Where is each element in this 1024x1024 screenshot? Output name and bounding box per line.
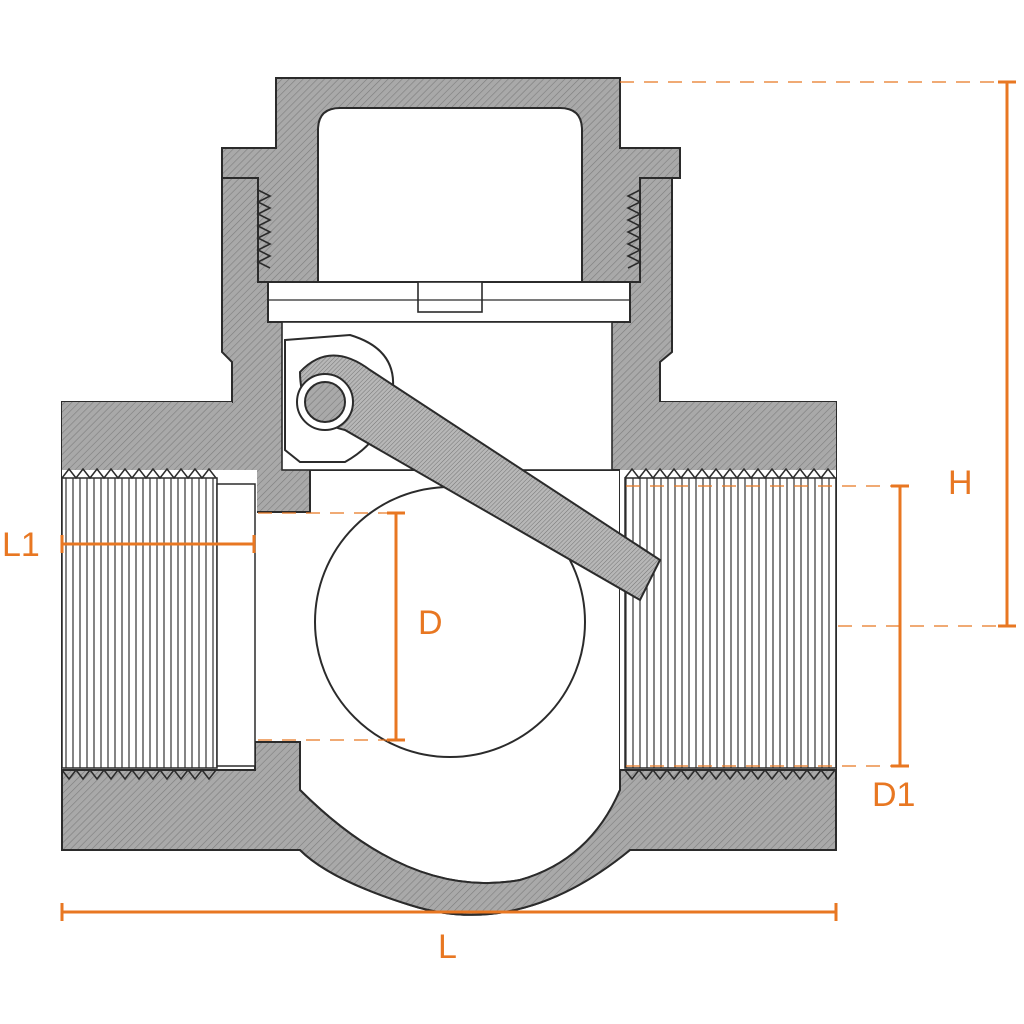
label-l: L [438,928,457,966]
dimension-labels: H D1 D L1 L [2,464,973,966]
hinge-arm [284,333,662,602]
label-l1: L1 [2,526,40,564]
bonnet-cap [221,77,681,283]
label-d1: D1 [872,776,915,814]
right-thread [624,467,837,781]
label-d: D [418,604,443,642]
label-h: H [948,464,973,502]
dimension-lines [60,80,1016,921]
left-thread [61,467,256,781]
